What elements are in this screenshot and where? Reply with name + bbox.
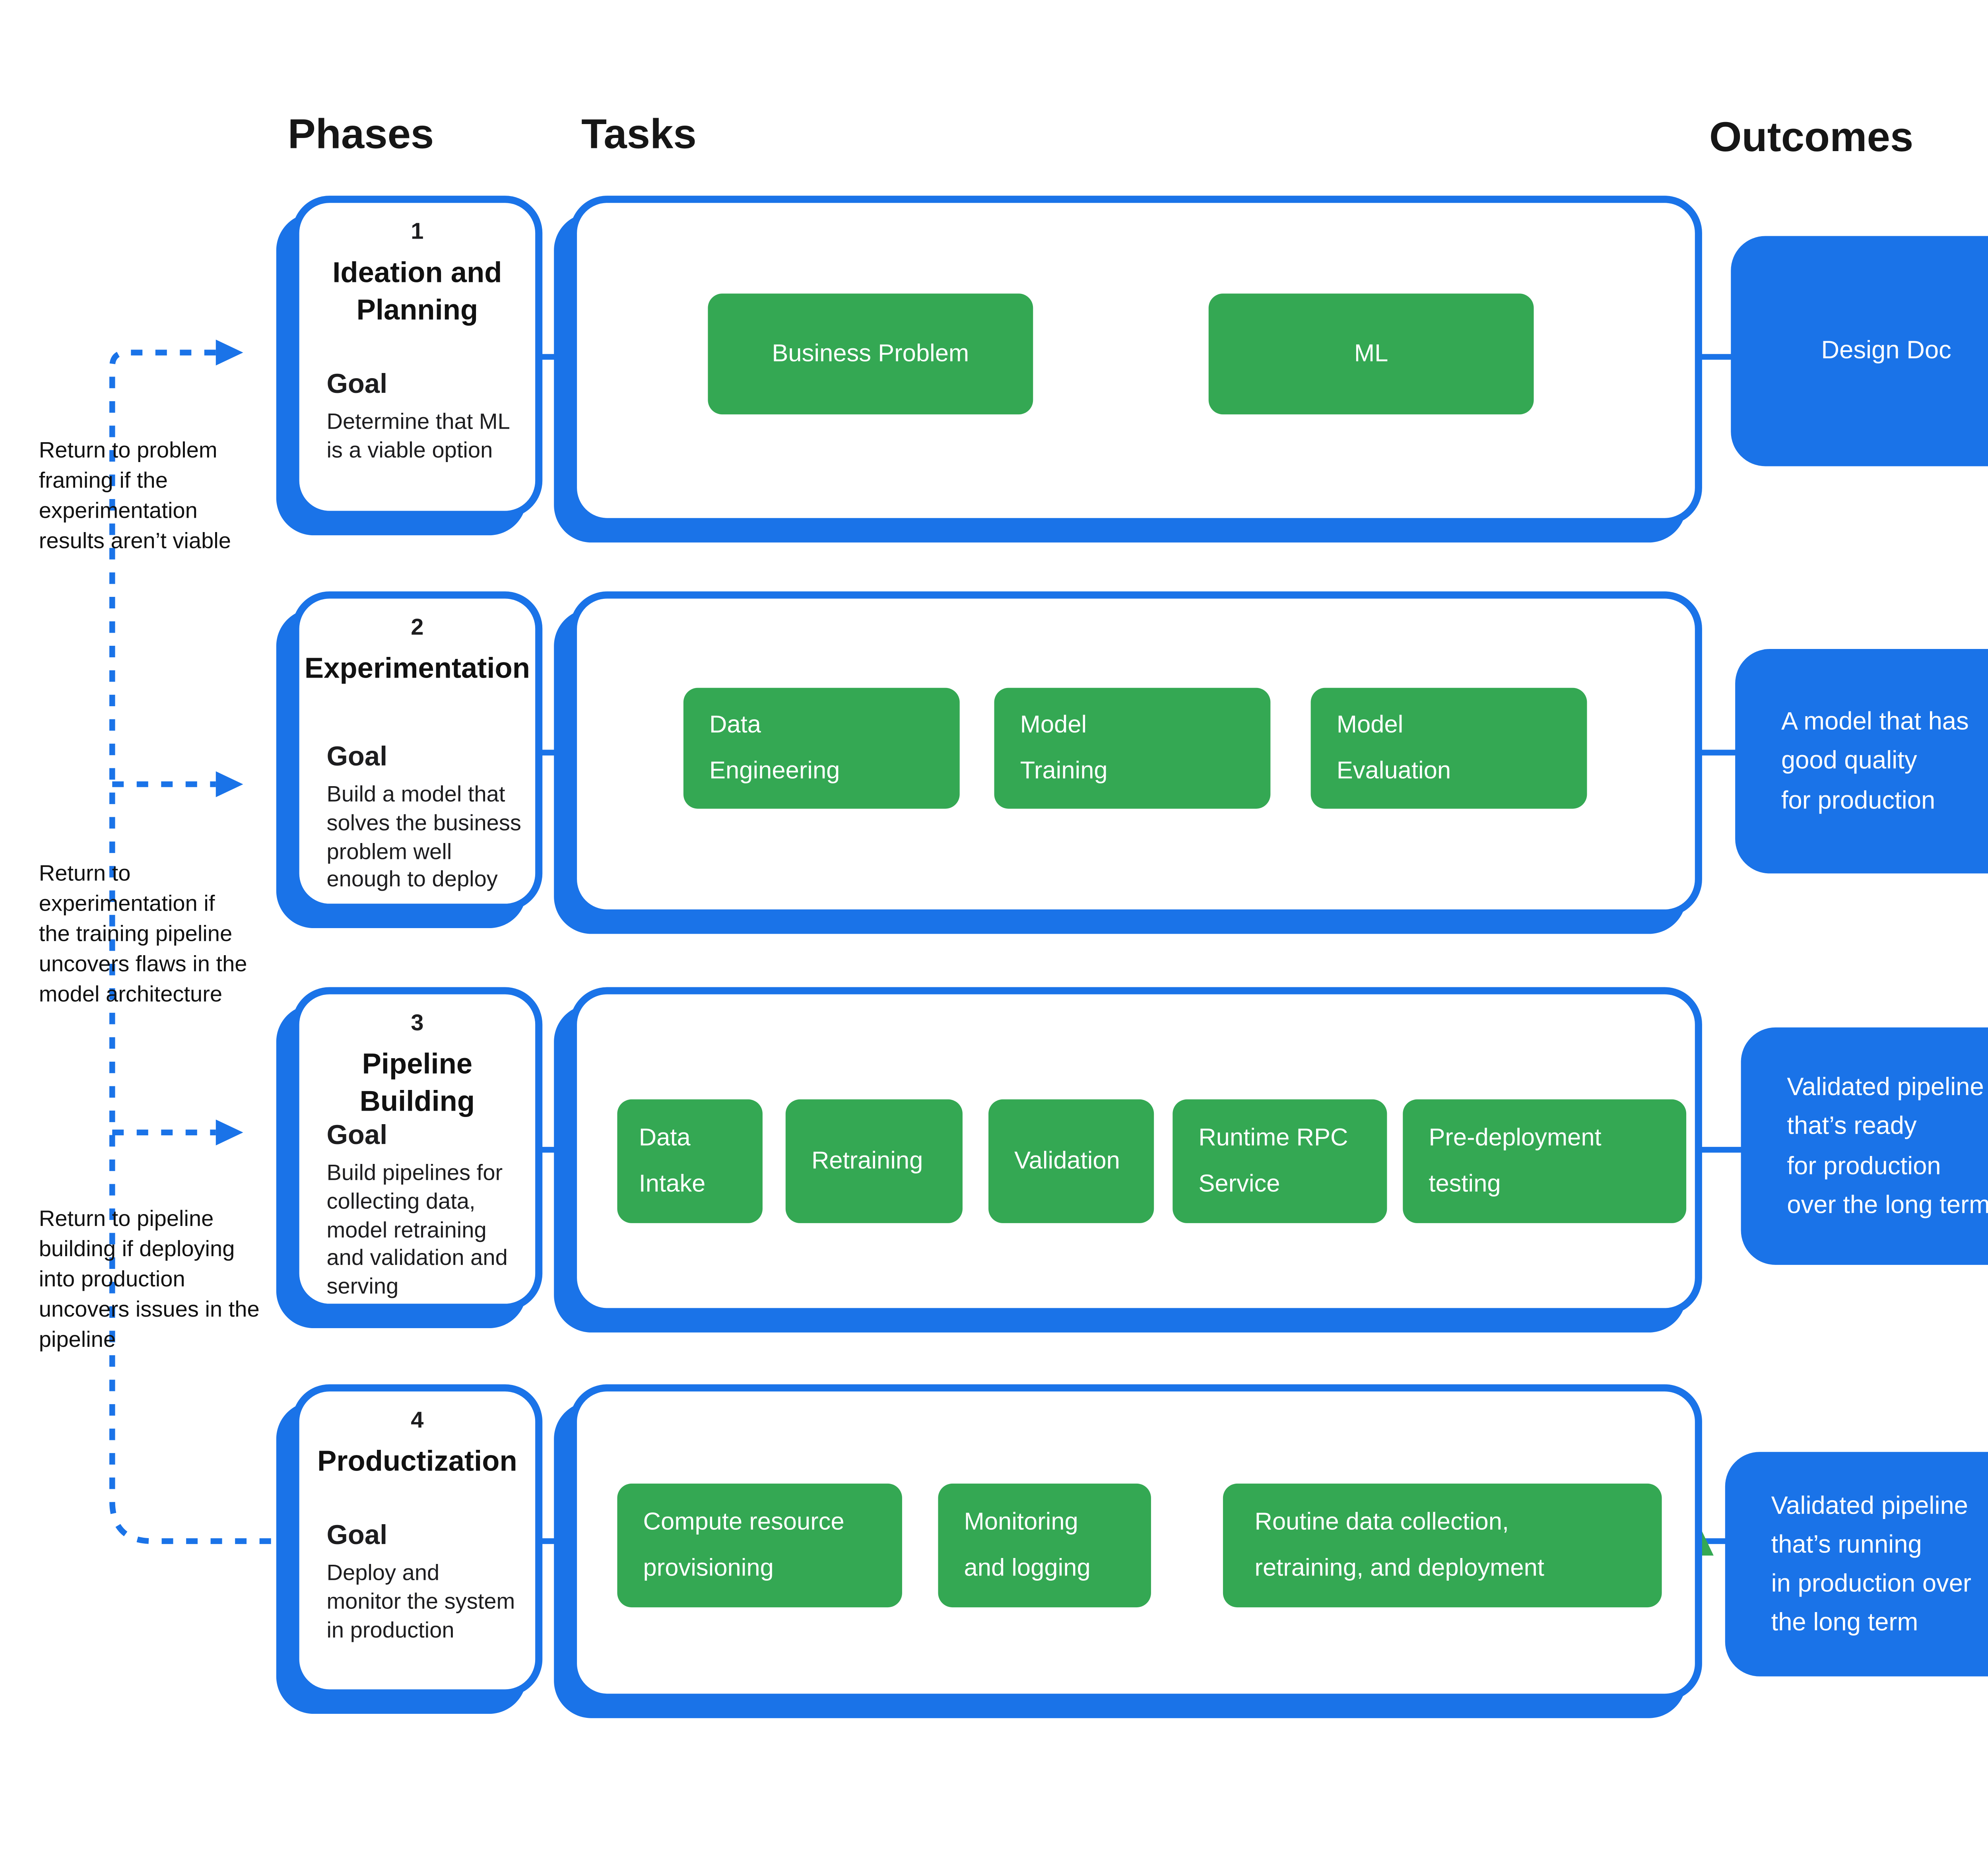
goal-text: Deploy and monitor the system in product… <box>326 1561 515 1643</box>
outcome-good-quality-model: A model that has good quality for produc… <box>1735 649 1988 874</box>
goal-label: Goal <box>326 742 388 773</box>
phase-goal: Goal Build pipelines for collecting data… <box>326 1121 528 1302</box>
tasks-panel-pipeline-building: Data Intake Retraining Validation Runtim… <box>570 987 1702 1315</box>
tasks-panel-ideation: Business Problem ML <box>570 196 1702 525</box>
phase-title: Experimentation <box>304 653 530 685</box>
annotation-return-problem-framing: Return to problem framing if the experim… <box>39 439 231 555</box>
phase-card-productization: 4 Productization Goal Deploy and monitor… <box>292 1384 543 1697</box>
task-routine-data-collection: Routine data collection, retraining, and… <box>1223 1483 1662 1608</box>
phase-card-pipeline-building: 3 Pipeline Building Goal Build pipelines… <box>292 987 543 1311</box>
task-compute-resource-provisioning: Compute resource provisioning <box>617 1483 902 1608</box>
goal-text: Build a model that solves the business p… <box>326 783 521 893</box>
phase-number: 4 <box>411 1408 424 1434</box>
goal-label: Goal <box>326 1521 388 1551</box>
task-model-training: Model Training <box>994 688 1271 809</box>
phase-goal: Goal Determine that ML is a viable optio… <box>326 370 528 466</box>
task-data-intake: Data Intake <box>617 1099 763 1223</box>
phase-title: Ideation and Planning <box>332 257 502 327</box>
return-arrow-right-icon <box>215 771 243 797</box>
task-model-evaluation: Model Evaluation <box>1310 688 1587 809</box>
phase-title: Productization <box>317 1446 517 1478</box>
return-paths <box>109 350 283 1544</box>
phase-title: Pipeline Building <box>359 1049 475 1119</box>
phase-card-ideation: 1 Ideation and Planning Goal Determine t… <box>292 196 543 518</box>
task-pre-deployment-testing: Pre-deployment testing <box>1403 1099 1687 1223</box>
green-connector-lines <box>755 344 1396 1541</box>
task-retraining: Retraining <box>785 1099 963 1223</box>
task-business-problem: Business Problem <box>708 293 1033 415</box>
outcome-design-doc: Design Doc <box>1731 236 1988 466</box>
return-arrow-right-icon <box>215 1119 243 1146</box>
task-runtime-rpc-service: Runtime RPC Service <box>1173 1099 1387 1223</box>
task-data-engineering: Data Engineering <box>683 688 960 809</box>
phase-number: 3 <box>411 1011 424 1036</box>
column-header-tasks: Tasks <box>581 112 697 159</box>
phase-number: 1 <box>411 220 424 245</box>
goal-text: Build pipelines for collecting data, mod… <box>326 1161 508 1300</box>
phase-goal: Goal Build a model that solves the busin… <box>326 742 528 896</box>
column-header-phases: Phases <box>287 112 434 159</box>
goal-label: Goal <box>326 370 388 400</box>
tasks-panel-productization: Compute resource provisioning Monitoring… <box>570 1384 1702 1701</box>
goal-label: Goal <box>326 1121 388 1151</box>
phase-number: 2 <box>411 616 424 641</box>
phase-goal: Goal Deploy and monitor the system in pr… <box>326 1521 528 1645</box>
tasks-panel-experimentation: Data Engineering Model Training Model Ev… <box>570 591 1702 917</box>
outcome-validated-pipeline-ready: Validated pipeline that’s ready for prod… <box>1741 1027 1988 1265</box>
annotation-return-experimentation: Return to experimentation if the trainin… <box>39 862 247 1008</box>
phase-card-experimentation: 2 Experimentation Goal Build a model tha… <box>292 591 543 911</box>
task-ml: ML <box>1208 293 1534 415</box>
goal-text: Determine that ML is a viable option <box>326 410 510 463</box>
task-monitoring-and-logging: Monitoring and logging <box>938 1483 1151 1608</box>
annotation-return-pipeline-building: Return to pipeline building if deploying… <box>39 1207 260 1353</box>
task-validation: Validation <box>988 1099 1154 1223</box>
return-arrow-right-icon <box>215 340 243 366</box>
column-header-outcomes: Outcomes <box>1709 115 1914 161</box>
outcome-validated-pipeline-running: Validated pipeline that’s running in pro… <box>1725 1452 1988 1676</box>
blue-connector-lines <box>531 354 1750 1544</box>
